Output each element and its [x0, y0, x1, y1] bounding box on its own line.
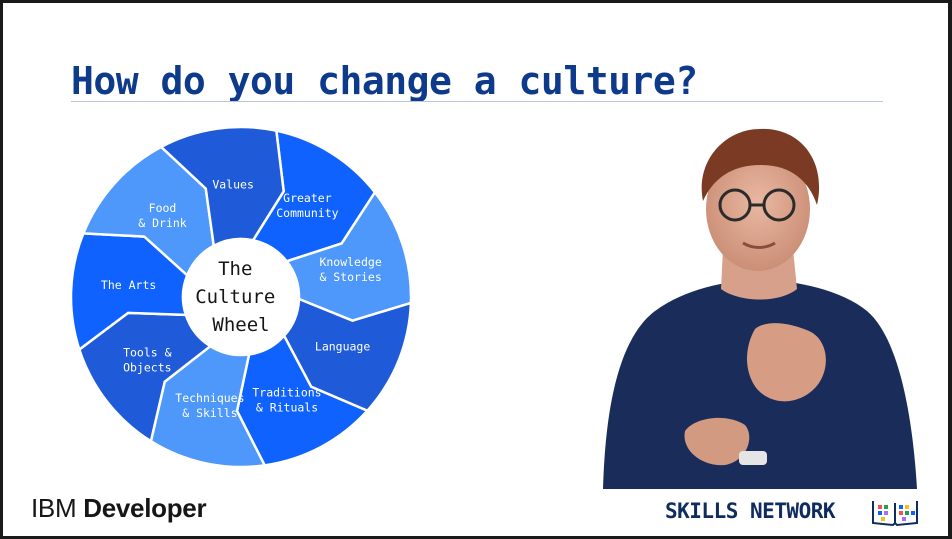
wheel-segment-label: Knowledge& Stories: [319, 255, 381, 284]
wheel-segment-label: Techniques& Skills: [175, 391, 244, 420]
wheel-center: [183, 239, 299, 355]
wheel-segment-label: Language: [315, 340, 370, 354]
presenter-lower-hand: [684, 417, 750, 466]
presenter-hand: [747, 323, 826, 402]
wheel-segment-label: Tools &Objects: [123, 346, 172, 375]
wheel-segment-label: Food& Drink: [138, 201, 187, 230]
wheel-center-title: The Culture Wheel: [195, 258, 287, 336]
skills-network-logo-text: SKILLS NETWORK: [665, 499, 836, 523]
skills-network-book-icon: [872, 501, 918, 527]
presenter-video: [603, 128, 917, 489]
ibm-developer-logo: IBM Developer: [31, 493, 207, 523]
wheel-segment-label: Values: [212, 177, 254, 191]
wheel-segment-label: Traditions& Rituals: [252, 386, 321, 415]
presenter-face: [706, 147, 810, 271]
glasses-icon: [718, 188, 796, 222]
clicker-icon: [739, 451, 767, 465]
presenter-hair: [701, 128, 820, 205]
wheel-segment-label: The Arts: [101, 278, 156, 292]
slide-title: How do you change a culture?: [71, 59, 698, 103]
title-divider: [71, 101, 883, 102]
